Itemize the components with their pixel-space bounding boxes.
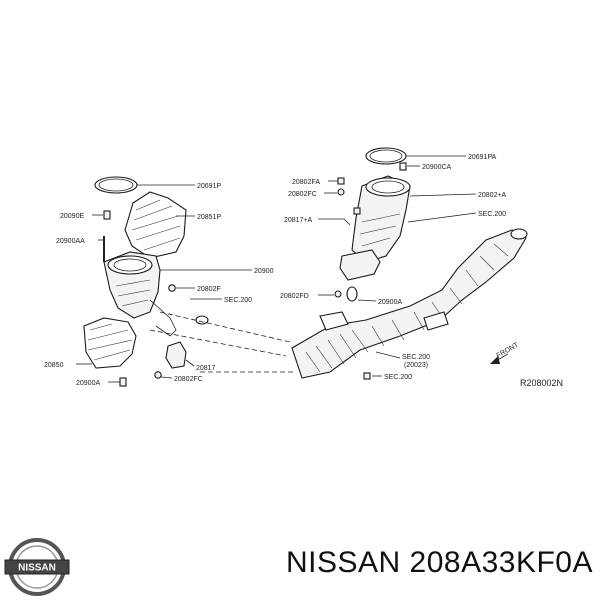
bolt-20900ca bbox=[399, 162, 407, 171]
label-20900a-right: 20900A bbox=[378, 299, 402, 306]
nut-20802fd bbox=[334, 290, 342, 298]
label-20817a: 20817+A bbox=[284, 217, 313, 224]
nut-sec200-bottom bbox=[363, 372, 371, 380]
label-20900: 20900 bbox=[254, 268, 274, 275]
front-exhaust-pipe bbox=[291, 229, 527, 379]
label-20817-left: 20817 bbox=[196, 365, 216, 372]
bracket-20817-left bbox=[165, 341, 187, 369]
label-20691p: 20691P bbox=[197, 183, 221, 190]
label-20802a: 20802+A bbox=[478, 192, 507, 199]
label-20802fd: 20802FD bbox=[280, 293, 309, 300]
label-20802f: 20802F bbox=[197, 286, 221, 293]
label-20691pa: 20691PA bbox=[468, 154, 497, 161]
bolt-20900a-left bbox=[119, 377, 127, 387]
nut-20802fc-left bbox=[154, 371, 162, 379]
seal-ring-left bbox=[195, 315, 209, 325]
label-20851p: 20851P bbox=[197, 214, 221, 221]
label-20900aa: 20900AA bbox=[56, 238, 85, 245]
bolt-20090e bbox=[103, 210, 111, 220]
label-20900ca: 20900CA bbox=[422, 164, 452, 171]
lower-shield-20850 bbox=[83, 317, 137, 369]
label-20802fc-left: 20802FC bbox=[174, 376, 203, 383]
nut-20802fc-right bbox=[337, 188, 345, 196]
label-20900a-left: 20900A bbox=[76, 380, 100, 387]
front-arrow-icon bbox=[490, 353, 509, 364]
logo-text: NISSAN bbox=[18, 563, 56, 574]
footer: NISSAN NISSAN 208A33KF0A bbox=[0, 530, 600, 600]
nut-sec200-right bbox=[353, 207, 361, 215]
flange-right bbox=[339, 249, 381, 281]
label-20023: (20023) bbox=[404, 362, 428, 369]
label-sec200-bottom: SEC.200 bbox=[384, 374, 412, 381]
nut-20802fa bbox=[337, 177, 345, 185]
label-20802fa: 20802FA bbox=[292, 179, 320, 186]
label-20090e: 20090E bbox=[60, 213, 84, 220]
product-title: NISSAN 208A33KF0A bbox=[286, 546, 593, 579]
label-sec200-lower: SEC.200 bbox=[402, 354, 430, 361]
label-sec200-right: SEC.200 bbox=[478, 211, 506, 218]
label-sec200-left: SEC.200 bbox=[224, 297, 252, 304]
label-20802fc-right: 20802FC bbox=[288, 191, 317, 198]
nut-20802f bbox=[168, 284, 176, 292]
nissan-logo-icon: NISSAN bbox=[4, 538, 70, 596]
diagram-code: R208002N bbox=[520, 378, 564, 388]
label-front: FRONT bbox=[496, 341, 521, 359]
label-20850: 20850 bbox=[44, 362, 64, 369]
seal-ring-right bbox=[346, 286, 358, 302]
gasket-left-inner bbox=[98, 178, 134, 192]
